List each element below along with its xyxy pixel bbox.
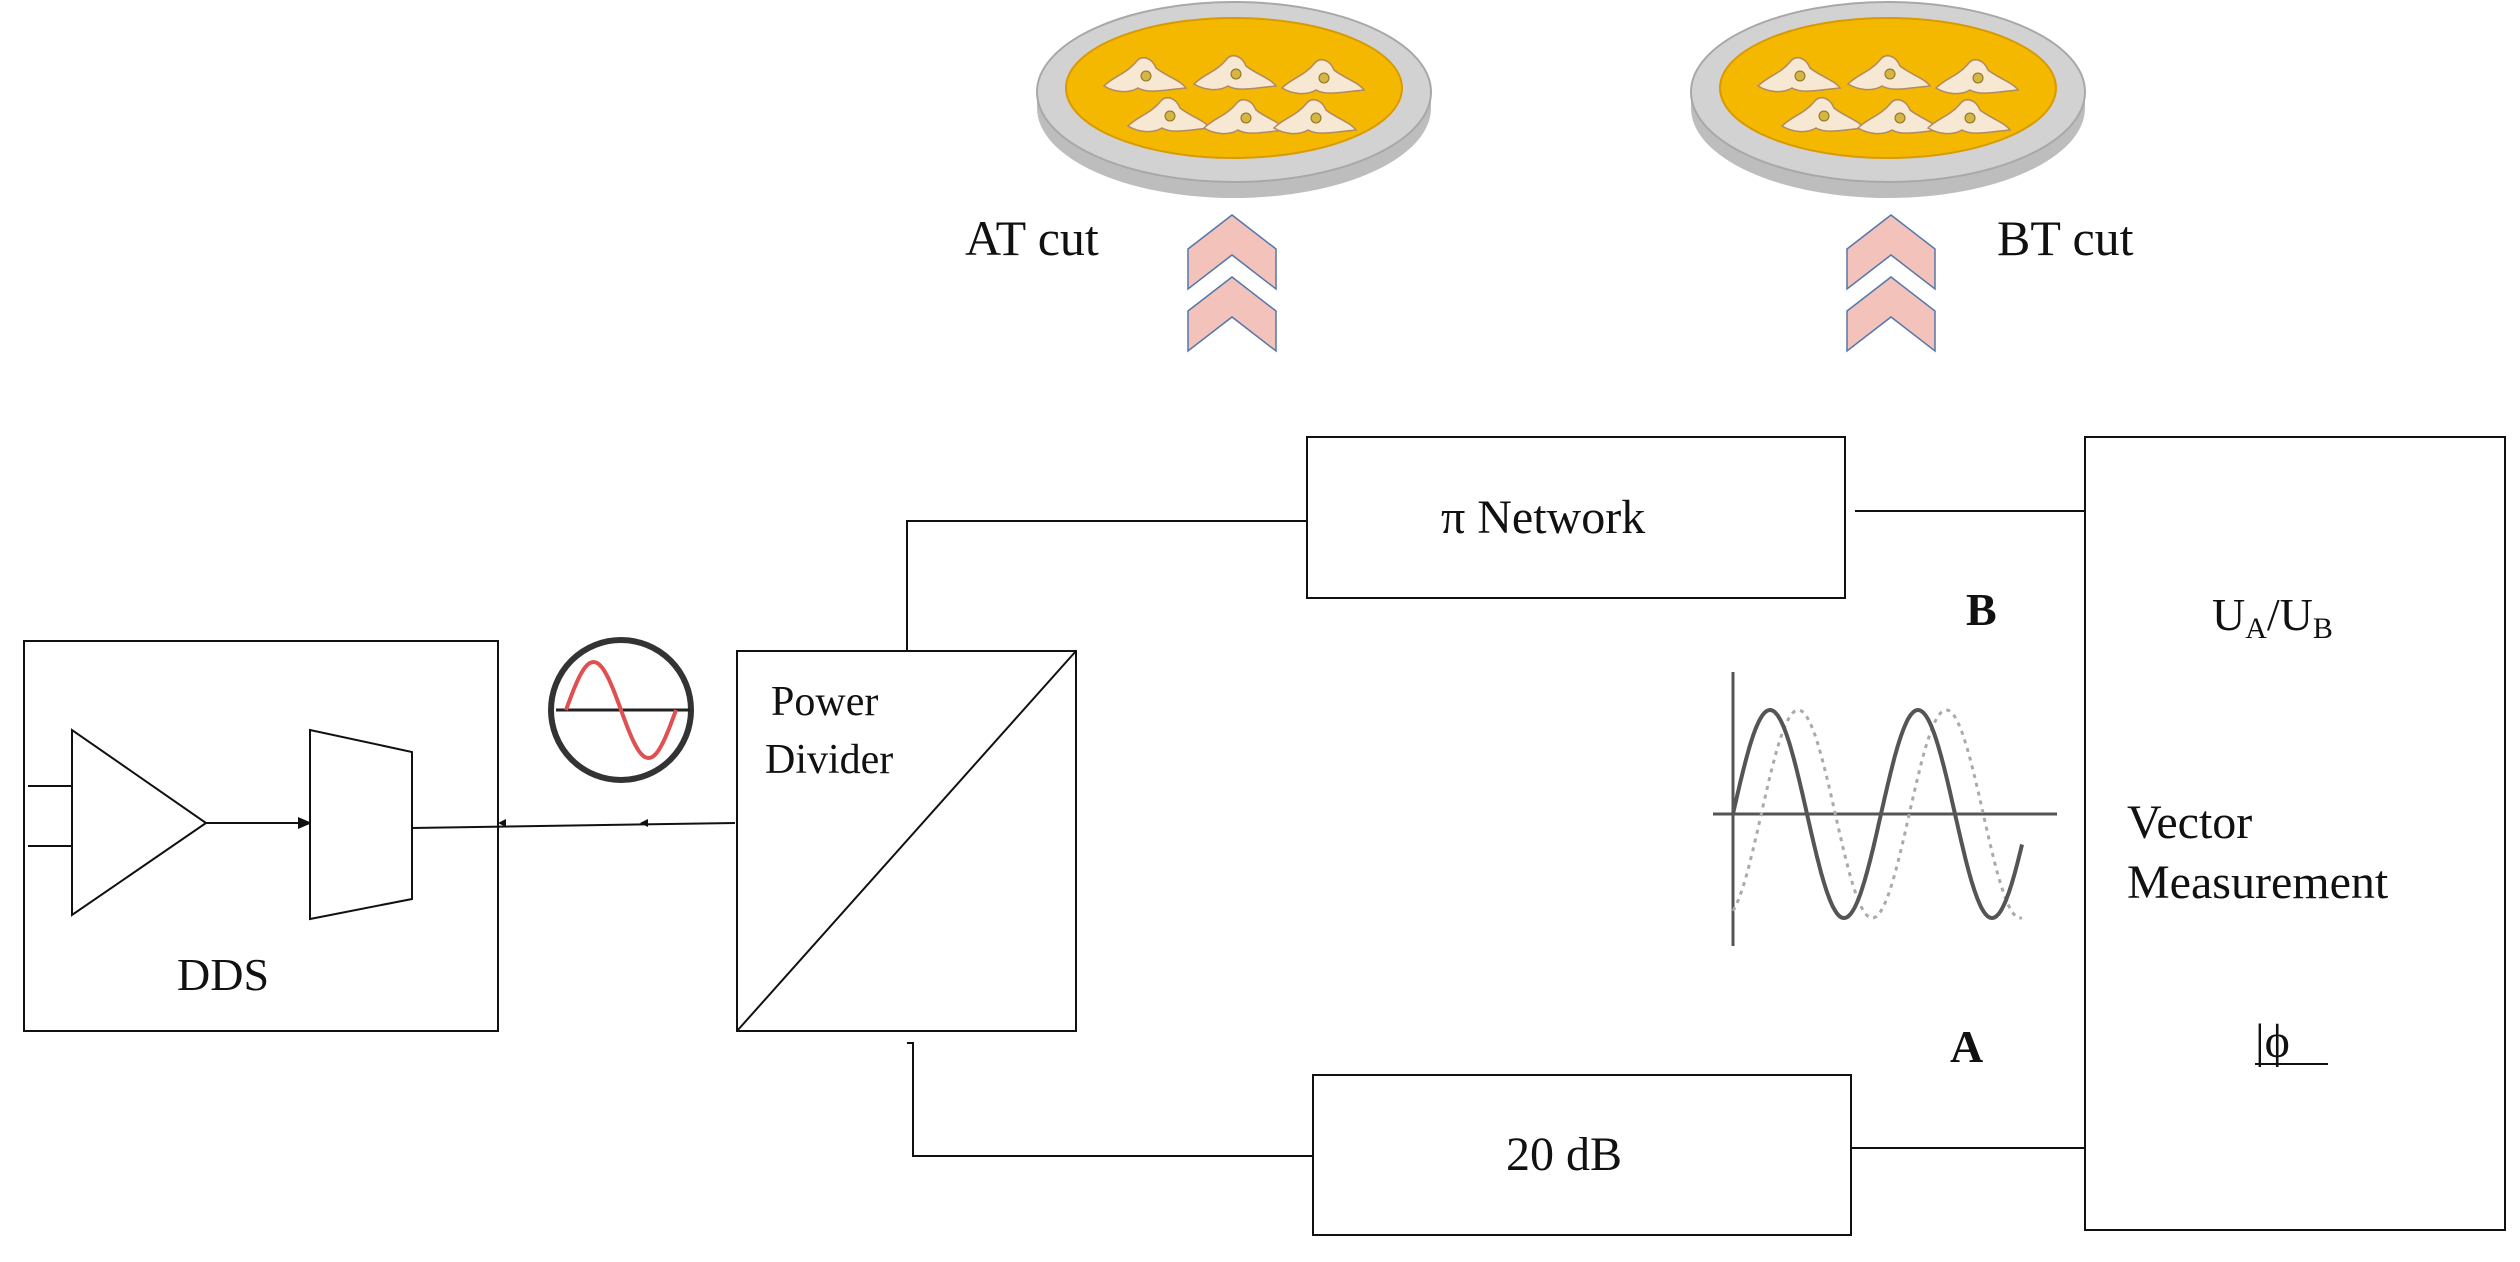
trapezoid-converter-icon <box>309 728 413 921</box>
pi-network-label: π Network <box>1441 491 1645 544</box>
dds-label: DDS <box>177 949 269 1000</box>
at-cut-label: AT cut <box>965 210 1099 266</box>
at-cut-dish-icon <box>1036 1 1432 198</box>
at-cut-arrow-icon <box>1187 214 1277 353</box>
cell-nucleus-icon <box>1964 112 1976 124</box>
power-divider-label-line2: Divider <box>765 737 893 783</box>
cell-nucleus-icon <box>1164 110 1176 122</box>
attenuator-20db-block: 20 dB <box>1312 1074 1852 1236</box>
chevron-up-icon <box>1187 276 1277 353</box>
attenuator-label: 20 dB <box>1506 1128 1622 1181</box>
lower-path-wire <box>907 1042 1313 1157</box>
dds-output-wire <box>411 822 736 829</box>
vector-measurement-line2: Measurement <box>2127 856 2389 909</box>
cell-nucleus-icon <box>1894 112 1906 124</box>
dds-block: DDS <box>23 640 499 1032</box>
phase-symbol: |ϕ <box>2255 1015 2290 1068</box>
phase-shifted-waves-icon <box>1713 672 2057 946</box>
cell-nucleus-icon <box>1230 68 1242 80</box>
amplifier-triangle-icon <box>71 728 208 917</box>
cell-nucleus-icon <box>1794 70 1806 82</box>
sine-wave-circle-icon <box>548 637 694 783</box>
cell-nucleus-icon <box>1972 72 1984 84</box>
chevron-up-icon <box>1187 214 1277 291</box>
cell-nucleus-icon <box>1818 110 1830 122</box>
cell-nucleus-icon <box>1884 68 1896 80</box>
chevron-up-icon <box>1846 214 1936 291</box>
cell-nucleus-icon <box>1318 72 1330 84</box>
cell-nucleus-icon <box>1240 112 1252 124</box>
channel-b-label: B <box>1966 584 1997 635</box>
vector-measurement-line1: Vector <box>2127 796 2252 849</box>
power-divider-label-line1: Power <box>771 679 878 725</box>
ratio-label: UA/UB <box>2212 589 2333 645</box>
power-divider-block: Power Divider <box>736 650 1077 1032</box>
pi-network-block: π Network <box>1306 436 1846 599</box>
chevron-up-icon <box>1846 276 1936 353</box>
bt-cut-arrow-icon <box>1846 214 1936 353</box>
channel-a-label: A <box>1950 1021 1983 1072</box>
cell-nucleus-icon <box>1310 112 1322 124</box>
cell-nucleus-icon <box>1140 70 1152 82</box>
upper-path-wire <box>906 520 1307 651</box>
vector-measurement-block: UA/UB Vector Measurement |ϕ <box>2084 436 2506 1231</box>
bt-cut-dish-icon <box>1690 1 2086 198</box>
bt-cut-label: BT cut <box>1997 210 2134 266</box>
